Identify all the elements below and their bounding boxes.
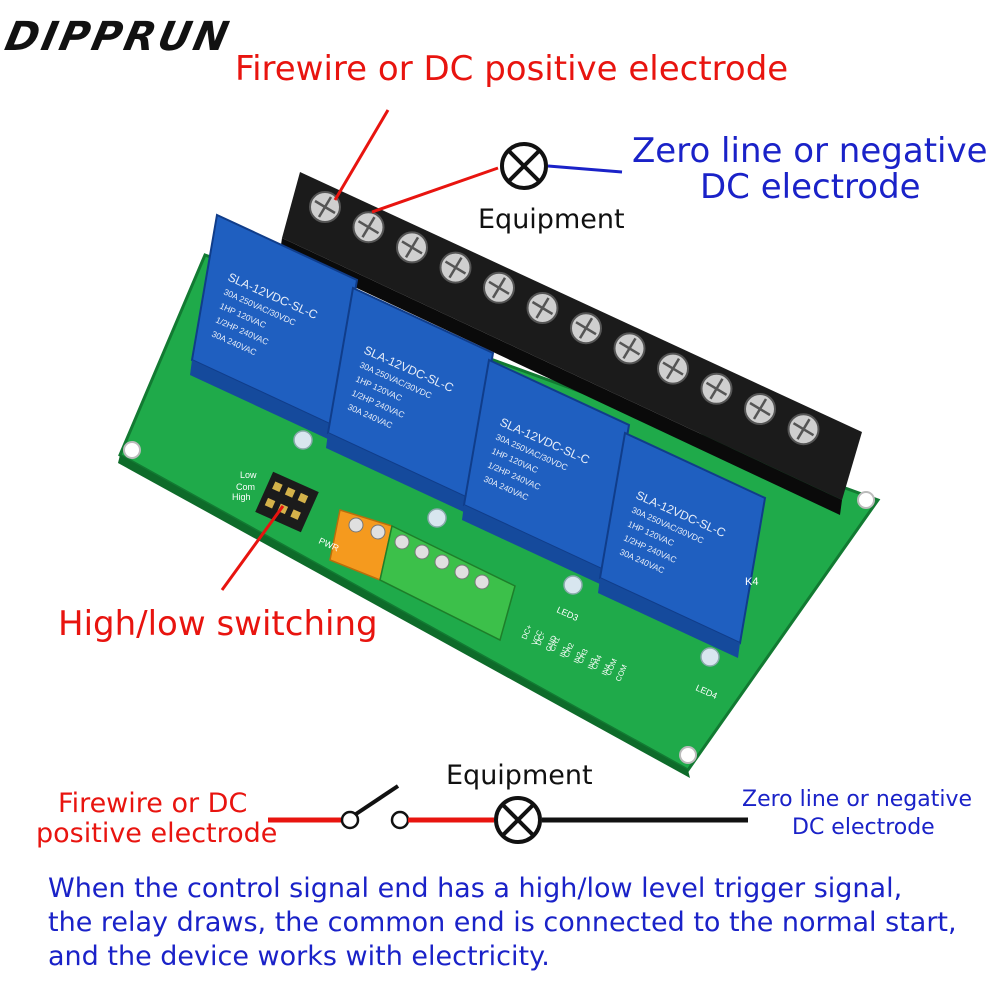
equipment-label-bottom: Equipment (446, 760, 593, 791)
terminal-screw (309, 191, 341, 223)
led (293, 430, 313, 450)
low-mark: Low (240, 470, 257, 480)
terminal-screw (744, 393, 776, 425)
led (563, 575, 583, 595)
terminal-screw (439, 251, 472, 284)
switch-contact (340, 810, 360, 830)
equipment-lamp-icon (494, 796, 542, 844)
mount-hole (679, 746, 697, 764)
jumper-header (255, 471, 319, 533)
terminal-screw (396, 231, 428, 264)
pin-label-bottom: IN1 (558, 644, 571, 658)
terminal-screws (309, 191, 820, 446)
firewire-label-bottom-2: positive electrode (36, 818, 277, 849)
switch-contact (390, 810, 410, 830)
zero-line-label-1: Zero line or negative (632, 131, 988, 171)
note-line-1: When the control signal end has a high/l… (48, 873, 903, 904)
pin-label-bottom: IN4 (600, 662, 613, 676)
firewire-label: Firewire or DC positive electrode (235, 49, 788, 89)
zero-line-label-2: DC electrode (700, 167, 921, 207)
equipment-lamp-icon (500, 142, 548, 190)
pin-label-bottom: IN2 (572, 650, 585, 664)
input-terminals (329, 509, 516, 642)
screw-terminal-block (280, 172, 862, 515)
equipment-to-zero-line (547, 164, 623, 174)
terminal-screw (700, 372, 733, 405)
high-mark: High (232, 492, 251, 502)
note-line-2: the relay draws, the common end is conne… (48, 907, 957, 938)
terminal-screw (352, 211, 385, 244)
circuit-schematic: Equipment Firewire or DC positive electr… (36, 760, 972, 849)
zero-line-label-bottom-2: DC electrode (792, 815, 935, 840)
firewire-pointer (333, 109, 390, 201)
terminal-screw (570, 312, 602, 345)
com-mark: Com (236, 482, 255, 492)
green-terminal (379, 524, 516, 642)
led (700, 647, 720, 667)
terminal-screw (613, 332, 646, 365)
firewire-label-bottom-1: Firewire or DC (58, 788, 247, 819)
terminal-screw (657, 352, 689, 385)
leds (293, 430, 720, 667)
switch-lever-icon (354, 784, 400, 816)
terminal-screw (526, 292, 559, 324)
mount-hole (857, 491, 875, 509)
k4-mark: K4 (745, 576, 758, 588)
explanation-note: When the control signal end has a high/l… (48, 872, 978, 974)
note-line-3: and the device works with electricity. (48, 941, 550, 972)
pin-label-bottom: IN3 (586, 656, 599, 670)
switching-label: High/low switching (58, 604, 378, 644)
firewire-to-equipment (371, 166, 499, 214)
led (427, 508, 447, 528)
equipment-label-top: Equipment (478, 204, 625, 235)
terminal-screw (483, 271, 515, 304)
terminal-screw (787, 413, 820, 446)
zero-line-label-bottom-1: Zero line or negative (742, 787, 972, 812)
switching-pointer (220, 505, 285, 591)
mount-hole (123, 441, 141, 459)
